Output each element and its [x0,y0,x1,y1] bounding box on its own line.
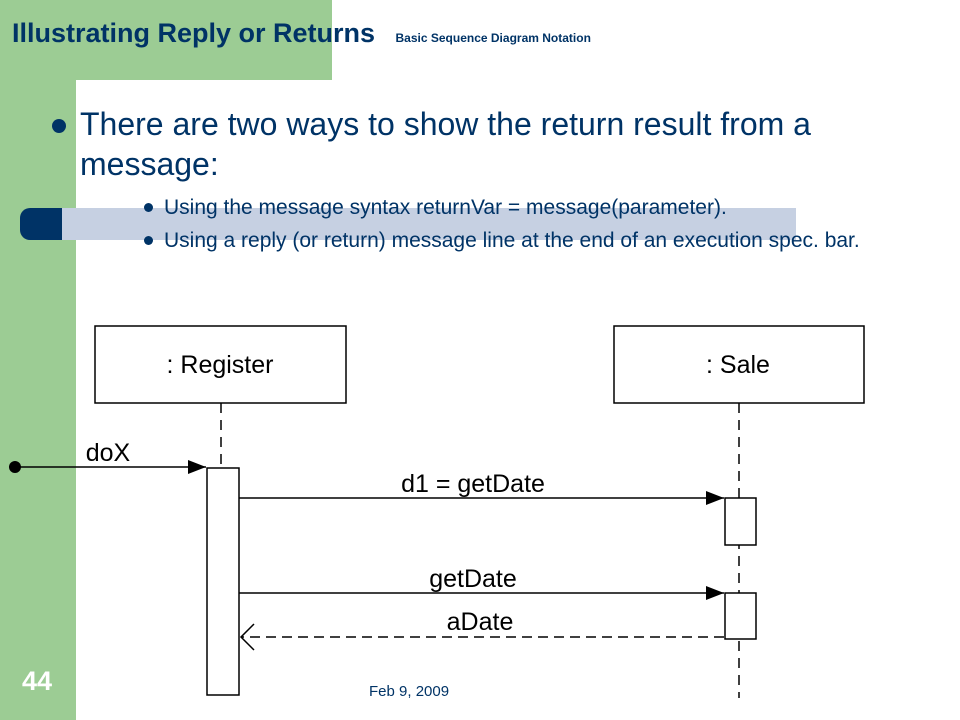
doX-message-label: doX [86,439,131,467]
footer-date: Feb 9, 2009 [369,683,450,700]
sale-execution-bar-1 [724,497,757,546]
register-execution-bar [206,467,240,696]
slide-title: Illustrating Reply or Returns [12,18,376,48]
sub-bullet-1: Using the message syntax returnVar = mes… [144,194,928,221]
accent-band [62,208,796,240]
register-lifeline-box [94,325,347,404]
slide-header: Illustrating Reply or Returns Basic Sequ… [12,18,591,49]
register-lifeline-label: : Register [167,351,274,379]
accent-pill [20,208,62,240]
d1-getDate-message-label: d1 = getDate [401,470,545,498]
slide-subtitle: Basic Sequence Diagram Notation [395,31,591,45]
sale-lifeline-box [613,325,865,404]
reply-open-arrowhead [239,623,255,651]
getDate-message-label: getDate [429,565,517,593]
main-bullet: There are two ways to show the return re… [48,104,928,184]
sub-bullet-2: Using a reply (or return) message line a… [144,227,928,254]
top-green-bar [0,0,332,80]
aDate-reply-label: aDate [447,608,514,636]
page-number: 44 [22,666,53,696]
sale-execution-bar-2 [724,592,757,640]
bullet-list: There are two ways to show the return re… [48,104,928,254]
sale-lifeline-label: : Sale [706,351,770,379]
